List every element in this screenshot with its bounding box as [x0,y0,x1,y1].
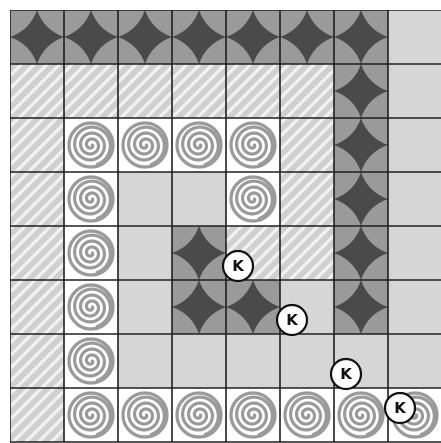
token-k-1[interactable]: K [223,251,253,281]
tile-plain-r6-c2 [118,334,172,388]
tile-star-r5-c6 [334,280,388,334]
tile-hatch-r5-c0 [10,280,64,334]
tile-star-r5-c3 [172,280,226,334]
tile-star-r0-c5 [280,10,334,64]
tile-star-r0-c4 [226,10,280,64]
tile-star-r4-c3 [172,226,226,280]
game-board: K K K K [10,10,441,443]
tile-hatch-r1-c0 [10,64,64,118]
tile-plain-r0-c7 [388,10,441,64]
tile-spiral-r2-c2 [118,118,172,172]
tile-spiral-r7-c5 [280,388,334,442]
token-label: K [232,257,245,275]
tile-star-r0-c0 [10,10,64,64]
tile-star-r4-c6 [334,226,388,280]
tile-plain-r6-c5 [280,334,334,388]
token-label: K [340,365,353,383]
tile-plain-r5-c7 [388,280,441,334]
tile-spiral-r7-c1 [64,388,118,442]
tile-star-r1-c6 [334,64,388,118]
tile-star-r5-c4 [226,280,280,334]
tile-hatch-r1-c2 [118,64,172,118]
tile-star-r0-c2 [118,10,172,64]
tile-hatch-r7-c0 [10,388,64,442]
tile-spiral-r7-c6 [334,388,388,442]
token-label: K [286,311,299,329]
tile-spiral-r2-c1 [64,118,118,172]
token-k-2[interactable]: K [277,305,307,335]
tile-star-r0-c1 [64,10,118,64]
tile-spiral-r4-c1 [64,226,118,280]
tile-hatch-r6-c0 [10,334,64,388]
tile-plain-r6-c4 [226,334,280,388]
tile-plain-r4-c7 [388,226,441,280]
token-k-4[interactable]: K [385,393,415,423]
tile-hatch-r2-c0 [10,118,64,172]
tile-hatch-r3-c0 [10,172,64,226]
tile-spiral-r3-c4 [226,172,280,226]
tile-star-r2-c6 [334,118,388,172]
tile-hatch-r3-c5 [280,172,334,226]
tile-plain-r3-c3 [172,172,226,226]
tile-star-r3-c6 [334,172,388,226]
tile-hatch-r1-c5 [280,64,334,118]
board-svg: K K K K [10,10,441,443]
tile-spiral-r3-c1 [64,172,118,226]
tile-hatch-r1-c3 [172,64,226,118]
token-label: K [394,399,407,417]
token-k-3[interactable]: K [331,359,361,389]
tile-spiral-r7-c4 [226,388,280,442]
tile-plain-r5-c2 [118,280,172,334]
tile-plain-r6-c7 [388,334,441,388]
tile-spiral-r6-c1 [64,334,118,388]
tile-plain-r4-c2 [118,226,172,280]
tile-plain-r3-c7 [388,172,441,226]
tile-hatch-r2-c5 [280,118,334,172]
tile-spiral-r7-c2 [118,388,172,442]
tile-hatch-r4-c5 [280,226,334,280]
tile-hatch-r1-c1 [64,64,118,118]
tile-plain-r1-c7 [388,64,441,118]
tile-spiral-r7-c3 [172,388,226,442]
tile-spiral-r2-c4 [226,118,280,172]
tile-star-r0-c6 [334,10,388,64]
tile-plain-r6-c3 [172,334,226,388]
tile-star-r0-c3 [172,10,226,64]
tile-hatch-r1-c4 [226,64,280,118]
tile-hatch-r4-c0 [10,226,64,280]
tile-plain-r2-c7 [388,118,441,172]
tile-spiral-r5-c1 [64,280,118,334]
tile-plain-r3-c2 [118,172,172,226]
tile-spiral-r2-c3 [172,118,226,172]
